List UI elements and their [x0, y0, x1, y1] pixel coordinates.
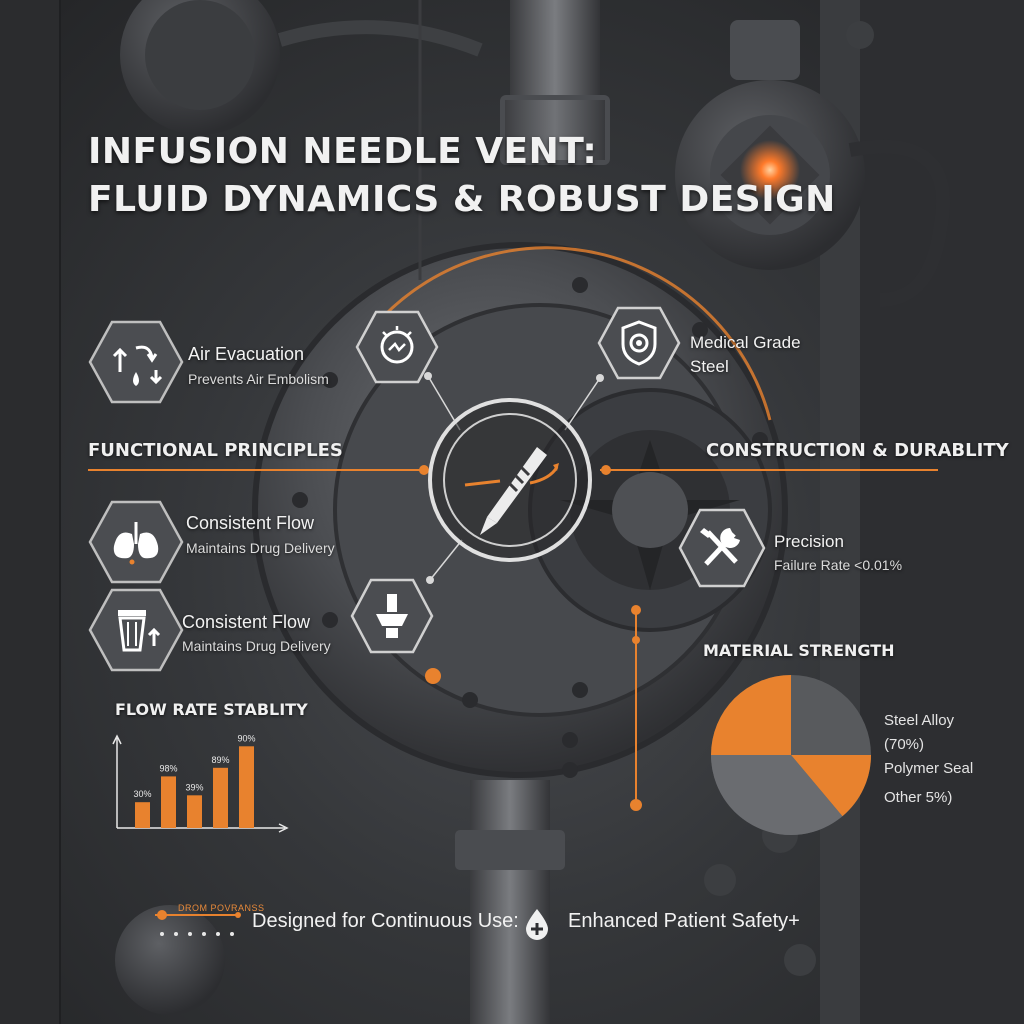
flow-rate-bar-chart: 30% 98% 39% 89% 90% — [112, 733, 289, 833]
flow-rate-bar-label: 98% — [159, 763, 177, 773]
footer-text-continuous-use: Designed for Continuous Use: — [252, 910, 519, 932]
pie-slice-highlight — [711, 675, 791, 755]
flow-rate-bar — [213, 767, 228, 828]
pressure-gauge-icon — [355, 310, 439, 384]
flow-rate-heading: FLOW RATE STABLITY — [115, 700, 308, 719]
pie-label-polymer-seal: Polymer Seal — [884, 760, 974, 777]
flow-rate-bar-label: 90% — [237, 733, 255, 743]
air-evacuation-icon — [88, 320, 184, 404]
material-strength-pie-chart — [711, 675, 871, 835]
page-title: INFUSION NEEDLE VENT: FLUID DYNAMICS & R… — [88, 128, 836, 224]
material-strength-heading: MATERIAL STRENGTH — [703, 641, 895, 660]
title-line-2: FLUID DYNAMICS & ROBUST DESIGN — [88, 179, 836, 220]
pie-label-steel-alloy: Steel Alloy — [884, 712, 955, 729]
title-line-1: INFUSION NEEDLE VENT: — [88, 131, 598, 172]
drop-plus-icon — [526, 909, 548, 940]
flow-rate-bar-label: 39% — [185, 782, 203, 792]
needle-icon — [464, 447, 559, 535]
needle-vent-emblem — [428, 398, 592, 562]
pie-slice-other — [711, 755, 843, 835]
footer-tag: DROM POVRANSS — [178, 903, 265, 913]
consistent-flow-title-2: Consistent Flow — [182, 612, 311, 632]
filter-container-icon — [88, 588, 184, 672]
footer-text-patient-safety: Enhanced Patient Safety+ — [568, 910, 800, 932]
flow-rate-bar — [187, 795, 202, 828]
functional-principles-heading: FUNCTIONAL PRINCIPLES — [88, 440, 343, 461]
flow-rate-bar-label: 30% — [133, 789, 151, 799]
construction-durability-heading: CONSTRUCTION & DURABLITY — [706, 440, 1009, 461]
x-axis-arrow — [278, 823, 289, 833]
footer-progress-dots — [155, 910, 241, 936]
precision-title: Precision — [774, 532, 844, 551]
pie-slice-polymer-seal — [791, 755, 871, 817]
consistent-flow-subtitle-2: Maintains Drug Delivery — [182, 638, 331, 654]
consistent-flow-title-1: Consistent Flow — [186, 513, 315, 533]
precision-subtitle: Failure Rate <0.01% — [774, 557, 903, 573]
medical-grade-title: Medical Grade — [690, 333, 801, 352]
valve-fitting-icon — [350, 578, 434, 654]
flow-rate-bar — [239, 746, 254, 828]
lungs-icon — [88, 500, 184, 584]
wrench-screwdriver-icon — [678, 508, 766, 588]
flow-rate-bar — [161, 776, 176, 828]
pie-label-other: Other 5%) — [884, 789, 953, 806]
pie-label-steel-percent: (70%) — [884, 736, 925, 753]
shield-gear-icon — [597, 306, 681, 380]
air-evacuation-title: Air Evacuation — [188, 344, 305, 364]
flow-rate-bar — [135, 802, 150, 828]
consistent-flow-subtitle-1: Maintains Drug Delivery — [186, 540, 335, 556]
flow-rate-bar-label: 89% — [211, 755, 229, 765]
medical-grade-title-2: Steel — [690, 357, 729, 376]
y-axis-arrow — [112, 734, 122, 745]
air-evacuation-subtitle: Prevents Air Embolism — [188, 371, 329, 387]
